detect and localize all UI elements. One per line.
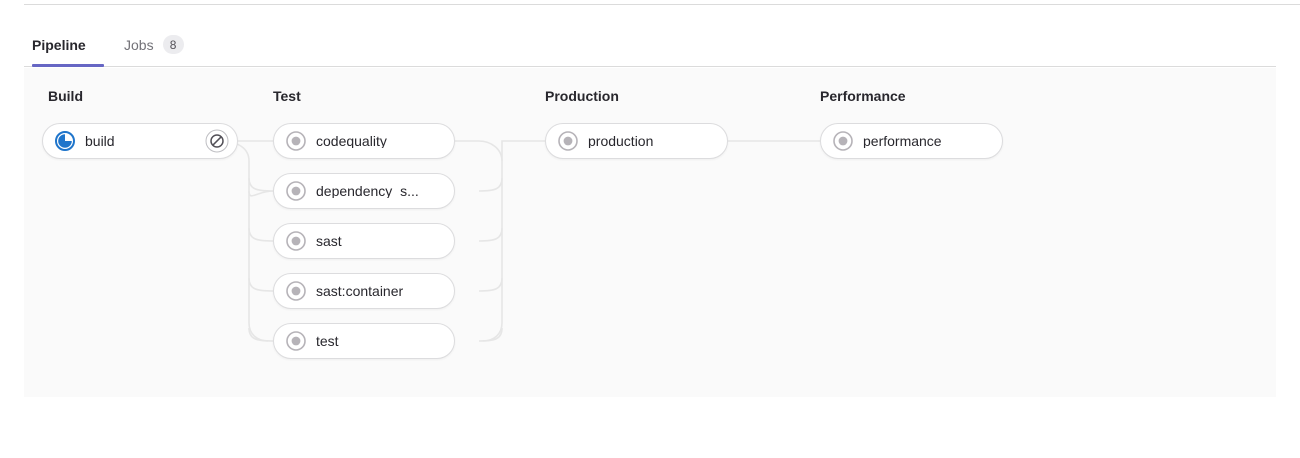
jobs-count-badge: 8 xyxy=(162,35,184,54)
status-created-icon xyxy=(833,131,853,151)
job-dependency-scanning[interactable]: dependency_s... xyxy=(273,173,455,209)
tab-pipeline[interactable]: Pipeline xyxy=(32,22,104,67)
status-created-icon xyxy=(286,131,306,151)
status-created-icon xyxy=(286,231,306,251)
status-created-icon xyxy=(286,331,306,351)
pipeline-graph-panel: Build build Test xyxy=(24,68,1276,397)
pipeline-graph: Build build Test xyxy=(24,68,1276,397)
job-codequality[interactable]: codequality xyxy=(273,123,455,159)
status-running-icon xyxy=(55,131,75,151)
job-test[interactable]: test xyxy=(273,323,455,359)
job-performance-label: performance xyxy=(863,134,942,148)
pipeline-connectors xyxy=(218,140,820,342)
job-test-label: test xyxy=(316,334,339,348)
job-codequality-label: codequality xyxy=(316,134,387,148)
tab-pipeline-label: Pipeline xyxy=(32,36,86,53)
job-sast-container-label: sast:container xyxy=(316,284,404,298)
status-created-icon xyxy=(558,131,578,151)
job-sast[interactable]: sast xyxy=(273,223,455,259)
tab-bar-underline xyxy=(24,66,1276,67)
job-sast-container[interactable]: sast:container xyxy=(273,273,455,309)
stage-test-title: Test xyxy=(273,88,301,104)
stage-build-title: Build xyxy=(48,88,83,104)
job-build-label: build xyxy=(85,134,115,148)
job-dependency-scanning-label: dependency_s... xyxy=(316,184,419,198)
tab-bar: Pipeline Jobs 8 xyxy=(24,22,1276,67)
tab-jobs-label: Jobs xyxy=(124,36,154,53)
top-divider xyxy=(24,4,1300,5)
job-performance[interactable]: performance xyxy=(820,123,1003,159)
stage-production-title: Production xyxy=(545,88,619,104)
tab-jobs[interactable]: Jobs 8 xyxy=(124,22,184,67)
job-production-label: production xyxy=(588,134,654,148)
job-build[interactable]: build xyxy=(42,123,238,159)
cancel-icon[interactable] xyxy=(205,129,229,153)
status-created-icon xyxy=(286,181,306,201)
status-created-icon xyxy=(286,281,306,301)
stage-performance-title: Performance xyxy=(820,88,906,104)
job-production[interactable]: production xyxy=(545,123,728,159)
job-sast-label: sast xyxy=(316,234,342,248)
tab-active-indicator xyxy=(32,64,104,67)
